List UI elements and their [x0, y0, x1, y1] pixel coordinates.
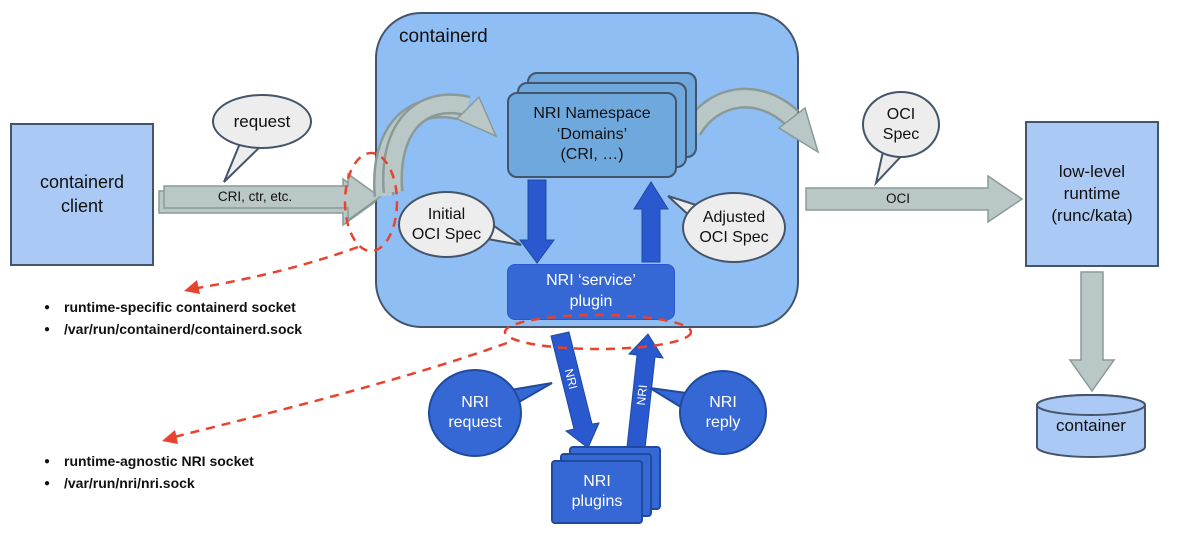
- bullet-icon: ●: [43, 455, 51, 467]
- note-text: runtime-specific containerd socket: [64, 299, 296, 315]
- runtime-to-container-arrow: [1068, 271, 1116, 393]
- initial-oci-spec-bubble: Initial OCI Spec: [398, 191, 495, 258]
- note-row: ● /var/run/containerd/containerd.sock: [30, 318, 302, 340]
- nri-reply-bubble: NRI reply: [679, 370, 767, 455]
- nri-service-plugin-node: NRI ‘service’ plugin: [507, 264, 675, 320]
- bullet-icon: ●: [43, 323, 51, 335]
- bullet-icon: ●: [43, 301, 51, 313]
- containerd-socket-annotation-arrowhead: [184, 280, 200, 294]
- note-row: ● /var/run/nri/nri.sock: [30, 472, 254, 494]
- low-level-runtime-node: low-level runtime (runc/kata): [1025, 121, 1159, 267]
- nri-namespace-node: NRI Namespace ‘Domains’ (CRI, …): [507, 92, 677, 178]
- request-bubble: request: [212, 94, 312, 149]
- containerd-socket-note: ● runtime-specific containerd socket ● /…: [30, 296, 302, 340]
- note-row: ● runtime-specific containerd socket: [30, 296, 302, 318]
- containerd-client-node: containerd client: [10, 123, 154, 266]
- nri-reply-arrow-label: NRI: [633, 383, 651, 407]
- note-text: /var/run/containerd/containerd.sock: [64, 321, 303, 337]
- containerd-panel-label: containerd: [399, 26, 488, 47]
- oci-arrow-label: OCI: [885, 191, 910, 206]
- oci-spec-bubble: OCI Spec: [862, 91, 940, 158]
- nri-plugins-node: NRI plugins: [551, 460, 643, 524]
- nri-request-bubble: NRI request: [428, 369, 522, 457]
- note-text: /var/run/nri/nri.sock: [64, 475, 195, 491]
- container-cylinder-label: container: [1056, 416, 1126, 435]
- containerd-socket-annotation-arrow: [191, 245, 359, 291]
- cri-arrow-label: CRI, ctr, etc.: [217, 189, 293, 204]
- note-row: ● runtime-agnostic NRI socket: [30, 450, 254, 472]
- container-cylinder-top: [1036, 394, 1146, 416]
- note-text: runtime-agnostic NRI socket: [64, 453, 254, 469]
- bullet-icon: ●: [43, 477, 51, 489]
- adjusted-oci-spec-bubble: Adjusted OCI Spec: [682, 192, 786, 263]
- nri-socket-note: ● runtime-agnostic NRI socket ● /var/run…: [30, 450, 254, 494]
- nri-request-arrow-label: NRI: [561, 367, 581, 391]
- nri-socket-annotation-arrowhead: [162, 430, 178, 444]
